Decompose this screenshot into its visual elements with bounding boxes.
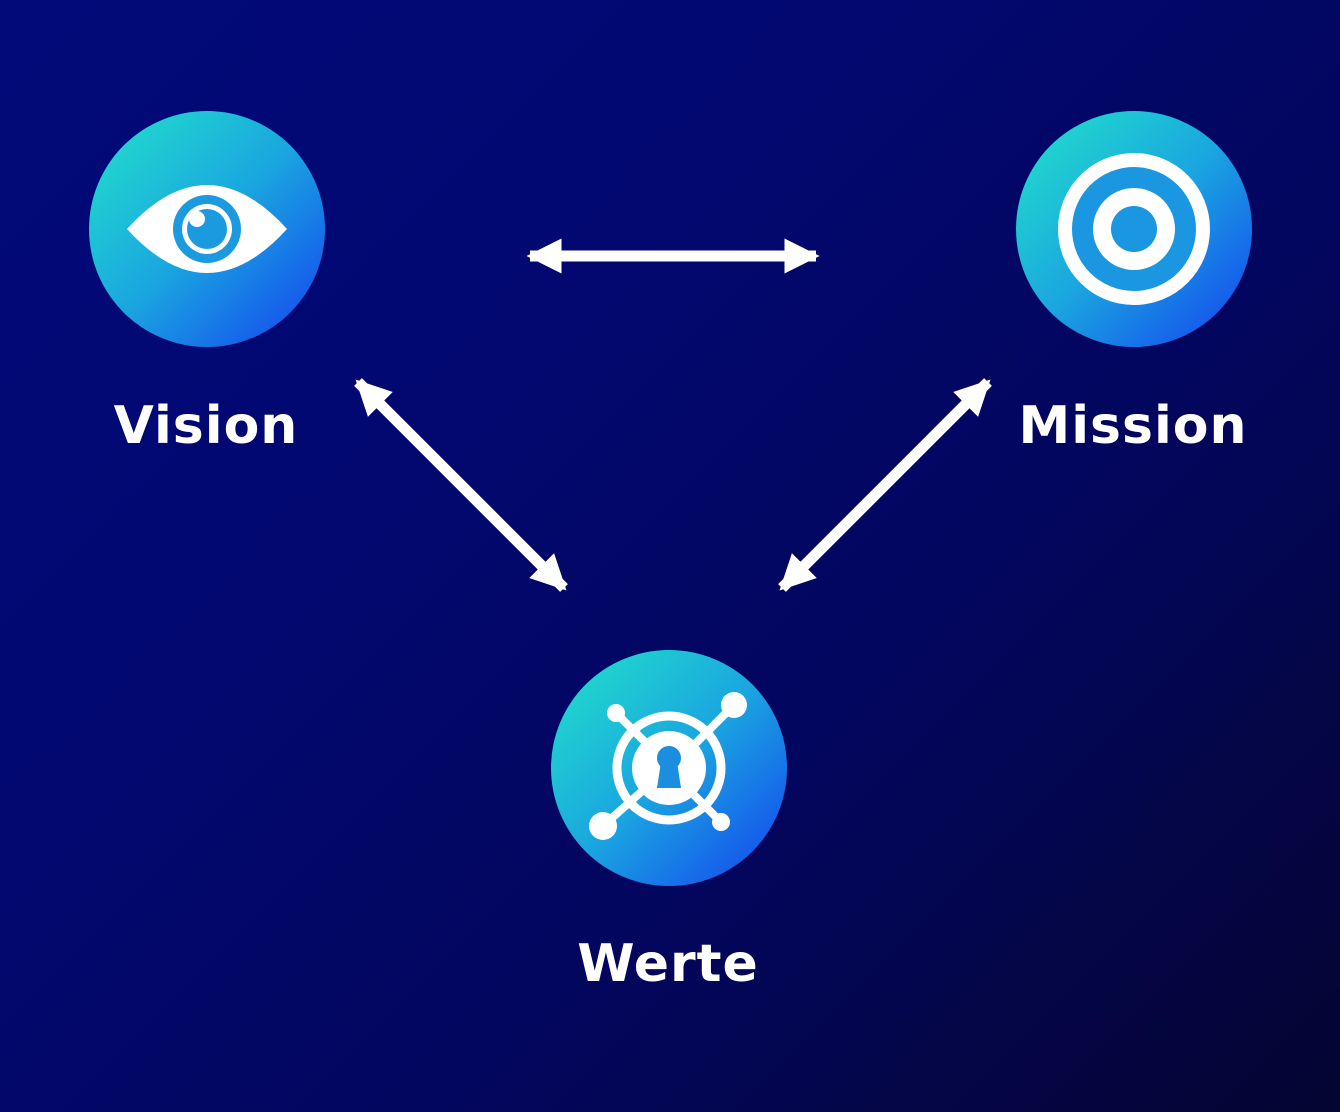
arrow-mission-werte bbox=[778, 378, 992, 592]
vision-label: Vision bbox=[113, 396, 299, 456]
vision-node bbox=[89, 111, 325, 347]
keyhole-network-icon bbox=[589, 692, 747, 840]
target-icon bbox=[1058, 153, 1210, 305]
werte-node bbox=[551, 650, 787, 886]
mission-label: Mission bbox=[1018, 396, 1248, 456]
arrow-vision-werte bbox=[354, 378, 568, 592]
werte-label: Werte bbox=[577, 934, 759, 994]
eye-icon bbox=[127, 185, 287, 273]
mission-node bbox=[1016, 111, 1252, 347]
